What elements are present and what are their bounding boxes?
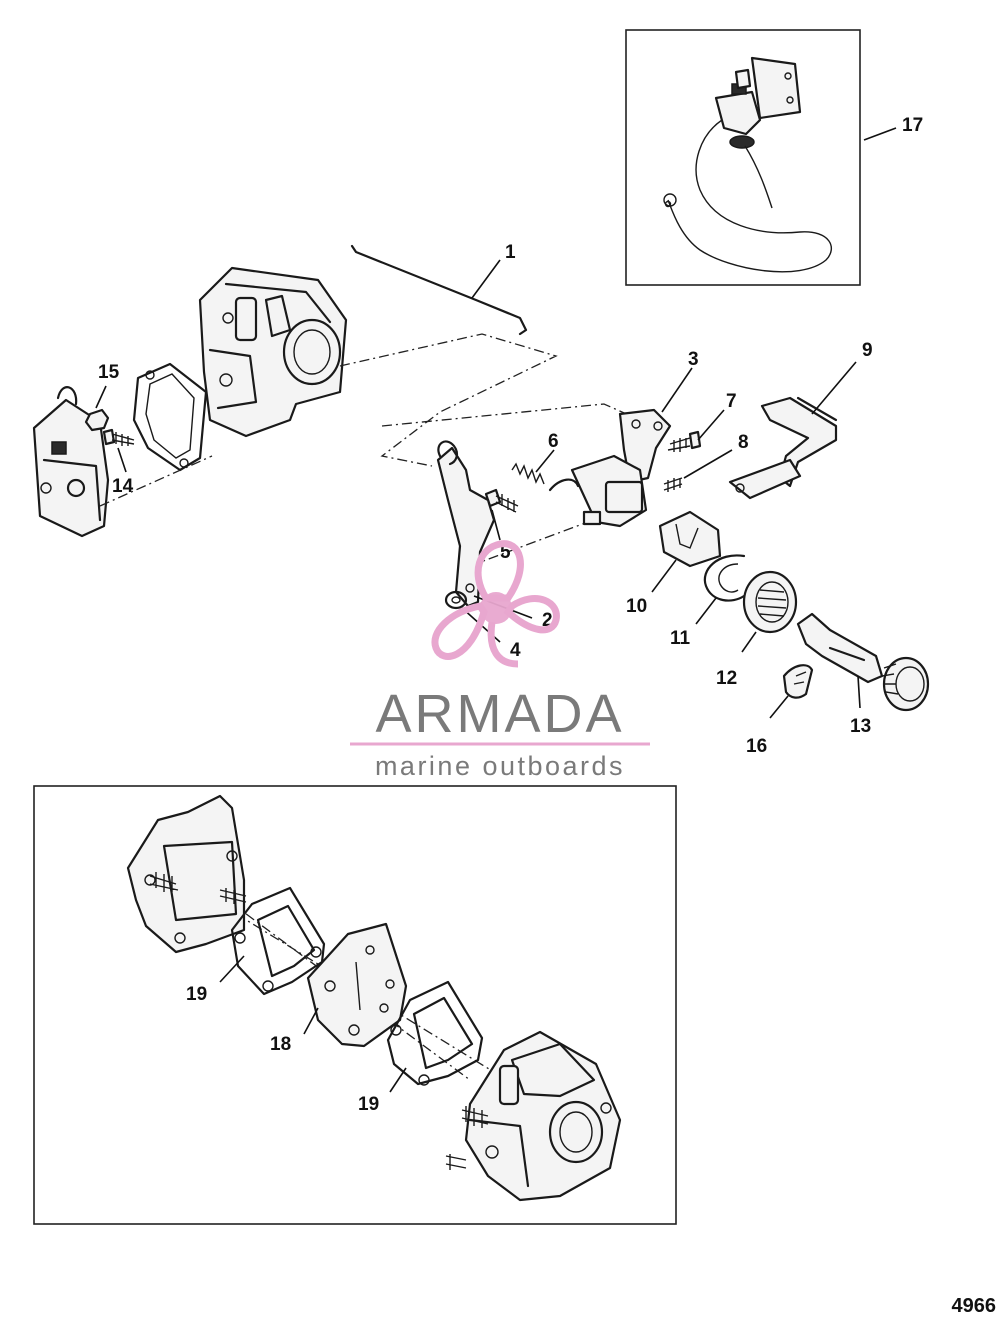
part-1-linkage-rod: 1: [350, 242, 528, 336]
callout-6: 6: [548, 431, 559, 452]
callout-9: 9: [862, 340, 873, 361]
lower-plate-18: 18: [270, 922, 408, 1055]
alignment-lines-main: [99, 333, 641, 567]
part-15-nut: 15: [84, 362, 120, 432]
callout-17: 17: [902, 115, 923, 136]
callout-4: 4: [510, 640, 521, 661]
carburetor-cover: [32, 386, 110, 538]
part-13-choke-knob: 13: [796, 612, 930, 737]
part-11-clip: 11: [670, 554, 746, 649]
part-16-clip: 16: [746, 664, 814, 757]
callout-1: 1: [505, 242, 516, 263]
lower-carburetor-cover: [126, 794, 247, 954]
callout-12: 12: [716, 668, 737, 689]
callout-13: 13: [850, 716, 871, 737]
callout-11: 11: [670, 628, 691, 649]
callout-19-upper: 19: [186, 984, 207, 1005]
part-3-bracket: 3: [548, 349, 699, 528]
part-14-screw: 14: [102, 428, 135, 497]
callout-16: 16: [746, 736, 767, 757]
part-6-spring: 6: [511, 431, 559, 485]
callout-2: 2: [542, 610, 553, 631]
part-8-screw: 8: [663, 432, 749, 492]
inset-box-parts-18-19: 19 18 19: [33, 785, 677, 1225]
callout-3: 3: [688, 349, 699, 370]
callout-7: 7: [726, 391, 737, 412]
watermark-tagline: marine outboards: [375, 751, 625, 781]
callout-5: 5: [500, 542, 511, 563]
callout-14: 14: [112, 476, 134, 497]
carburetor-gasket: [132, 362, 208, 472]
part-12-bezel: 12: [716, 570, 798, 689]
callout-15: 15: [98, 362, 120, 383]
lower-gasket-19-lower: 19: [358, 980, 484, 1115]
part-10-block: 10: [626, 510, 722, 617]
part-7-screw: 7: [667, 391, 737, 452]
inset-box-part-17: 17: [625, 29, 923, 286]
carburetor-body: [198, 266, 348, 438]
watermark-brand: ARMADA: [375, 684, 624, 744]
lower-carburetor-body: [445, 1030, 622, 1202]
callout-18: 18: [270, 1034, 291, 1055]
callout-10: 10: [626, 596, 647, 617]
callout-19-lower: 19: [358, 1094, 379, 1115]
part-9-lever: 9: [728, 340, 873, 500]
figure-number: 4966: [952, 1295, 997, 1317]
propeller-logo-icon: [431, 540, 560, 668]
callout-8: 8: [738, 432, 749, 453]
armada-watermark: ARMADA marine outboards: [350, 540, 650, 781]
part-17-solenoid: [663, 56, 832, 273]
